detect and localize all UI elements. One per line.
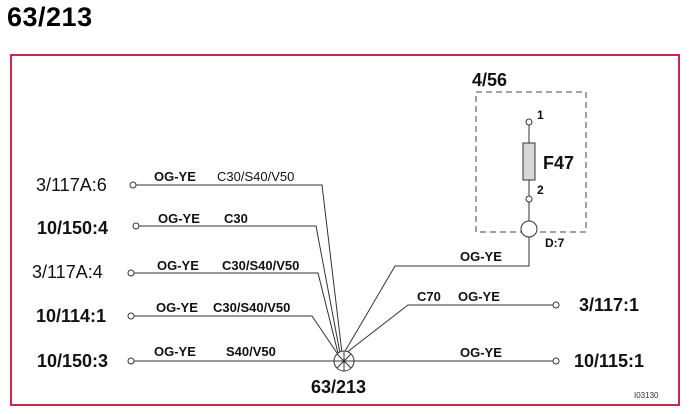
left-terminal-2-id: 10/150:4 xyxy=(37,218,108,238)
right-terminal-1 xyxy=(552,301,560,309)
left-wire-4-variant: C30/S40/V50 xyxy=(213,300,290,315)
fuse-label: F47 xyxy=(543,153,574,173)
module-label: 4/56 xyxy=(472,70,507,90)
left-wire-5-color: OG-YE xyxy=(154,344,196,359)
image-code: I03130 xyxy=(634,391,659,400)
left-terminal-1-id: 3/117A:6 xyxy=(36,175,107,195)
fuse-icon xyxy=(522,142,536,181)
left-terminal-3 xyxy=(127,269,135,277)
left-wire-1-variant: C30/S40/V50 xyxy=(217,169,294,184)
splice-node-icon xyxy=(333,350,355,372)
left-terminal-1 xyxy=(129,181,137,189)
left-terminal-4 xyxy=(127,312,135,320)
left-wire-3-color: OG-YE xyxy=(157,258,199,273)
right-terminal-2 xyxy=(552,357,560,365)
left-terminal-5 xyxy=(127,357,135,365)
left-wire-2-variant: C30 xyxy=(224,211,248,226)
right-wire-2-color: OG-YE xyxy=(460,345,502,360)
fuse-wire-color: OG-YE xyxy=(460,249,502,264)
fuse-pin-top xyxy=(525,118,533,126)
fuse-pin-bottom xyxy=(525,195,533,203)
diagram-frame xyxy=(10,54,680,406)
left-wire-3-variant: C30/S40/V50 xyxy=(222,258,299,273)
fuse-connector-terminal xyxy=(520,220,538,238)
left-wire-1-color: OG-YE xyxy=(154,169,196,184)
fuse-pin-top-label: 1 xyxy=(537,108,544,122)
left-wire-5-variant: S40/V50 xyxy=(226,344,276,359)
left-terminal-3-id: 3/117A:4 xyxy=(32,262,103,282)
splice-label: 63/213 xyxy=(311,377,366,397)
left-terminal-4-id: 10/114:1 xyxy=(36,306,106,326)
right-terminal-2-id: 10/115:1 xyxy=(574,351,644,371)
left-terminal-2 xyxy=(132,222,140,230)
fuse-connector-label: D:7 xyxy=(545,236,565,250)
fuse-pin-bottom-label: 2 xyxy=(537,183,544,197)
right-terminal-1-id: 3/117:1 xyxy=(579,295,639,315)
left-wire-2-color: OG-YE xyxy=(158,211,200,226)
page-title: 63/213 xyxy=(7,2,93,32)
right-wire-1-color: OG-YE xyxy=(458,289,500,304)
left-wire-4-color: OG-YE xyxy=(156,300,198,315)
left-terminal-5-id: 10/150:3 xyxy=(37,351,108,371)
right-wire-1-variant: C70 xyxy=(417,289,441,304)
